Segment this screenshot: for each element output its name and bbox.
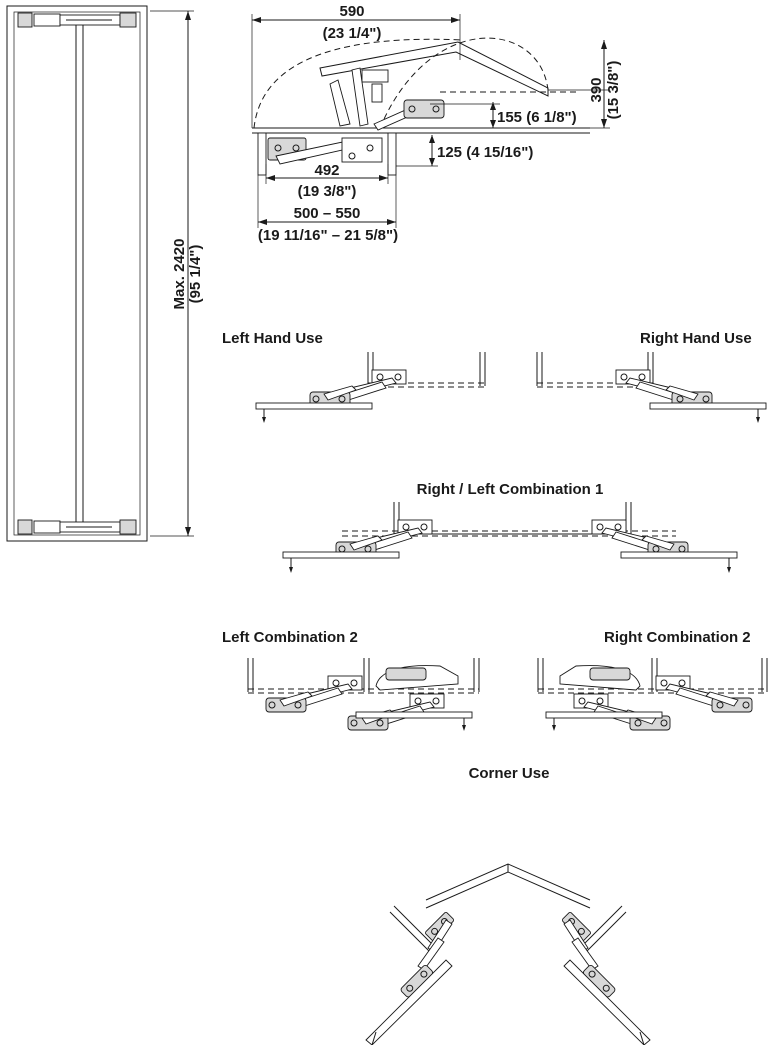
corner-use-diagram — [365, 863, 651, 1045]
top-width-inch-label: (23 1/4") — [323, 25, 382, 42]
top-width-label: 590 — [339, 3, 364, 20]
tall-cabinet-front-view — [6, 5, 148, 542]
cabinet-width-inch-label: (19 11/16" – 21 5/8") — [258, 227, 398, 244]
left-hand-use-title: Left Hand Use — [222, 330, 323, 347]
right-hand-use-title: Right Hand Use — [640, 330, 752, 347]
side-view-drawing: 590 (23 1/4") — [251, 3, 622, 244]
height-dimension: Max. 2420 (95 1/4") — [150, 10, 204, 537]
right-combination-2-title: Right Combination 2 — [604, 629, 751, 646]
right-combination-2-diagram — [537, 658, 768, 731]
lift-height-inch-label: (15 3/8") — [605, 61, 622, 120]
left-combination-2-diagram — [247, 658, 480, 731]
inner-width-inch-label: (19 3/8") — [298, 183, 357, 200]
combination-1-diagram — [282, 502, 738, 573]
offset-155-label: 155 (6 1/8") — [497, 109, 577, 126]
right-hand-use-diagram — [536, 352, 767, 423]
left-hand-use-diagram — [255, 352, 486, 423]
left-combination-2-title: Left Combination 2 — [222, 629, 358, 646]
combination-1-title: Right / Left Combination 1 — [417, 481, 604, 498]
cabinet-width-label: 500 – 550 — [294, 205, 361, 222]
corner-use-title: Corner Use — [469, 765, 550, 782]
offset-125-label: 125 (4 15/16") — [437, 144, 533, 161]
inner-width-label: 492 — [314, 162, 339, 179]
max-height-inch-label: (95 1/4") — [187, 245, 204, 304]
lift-height-label: 390 — [588, 77, 605, 102]
max-height-label: Max. 2420 — [171, 239, 188, 310]
